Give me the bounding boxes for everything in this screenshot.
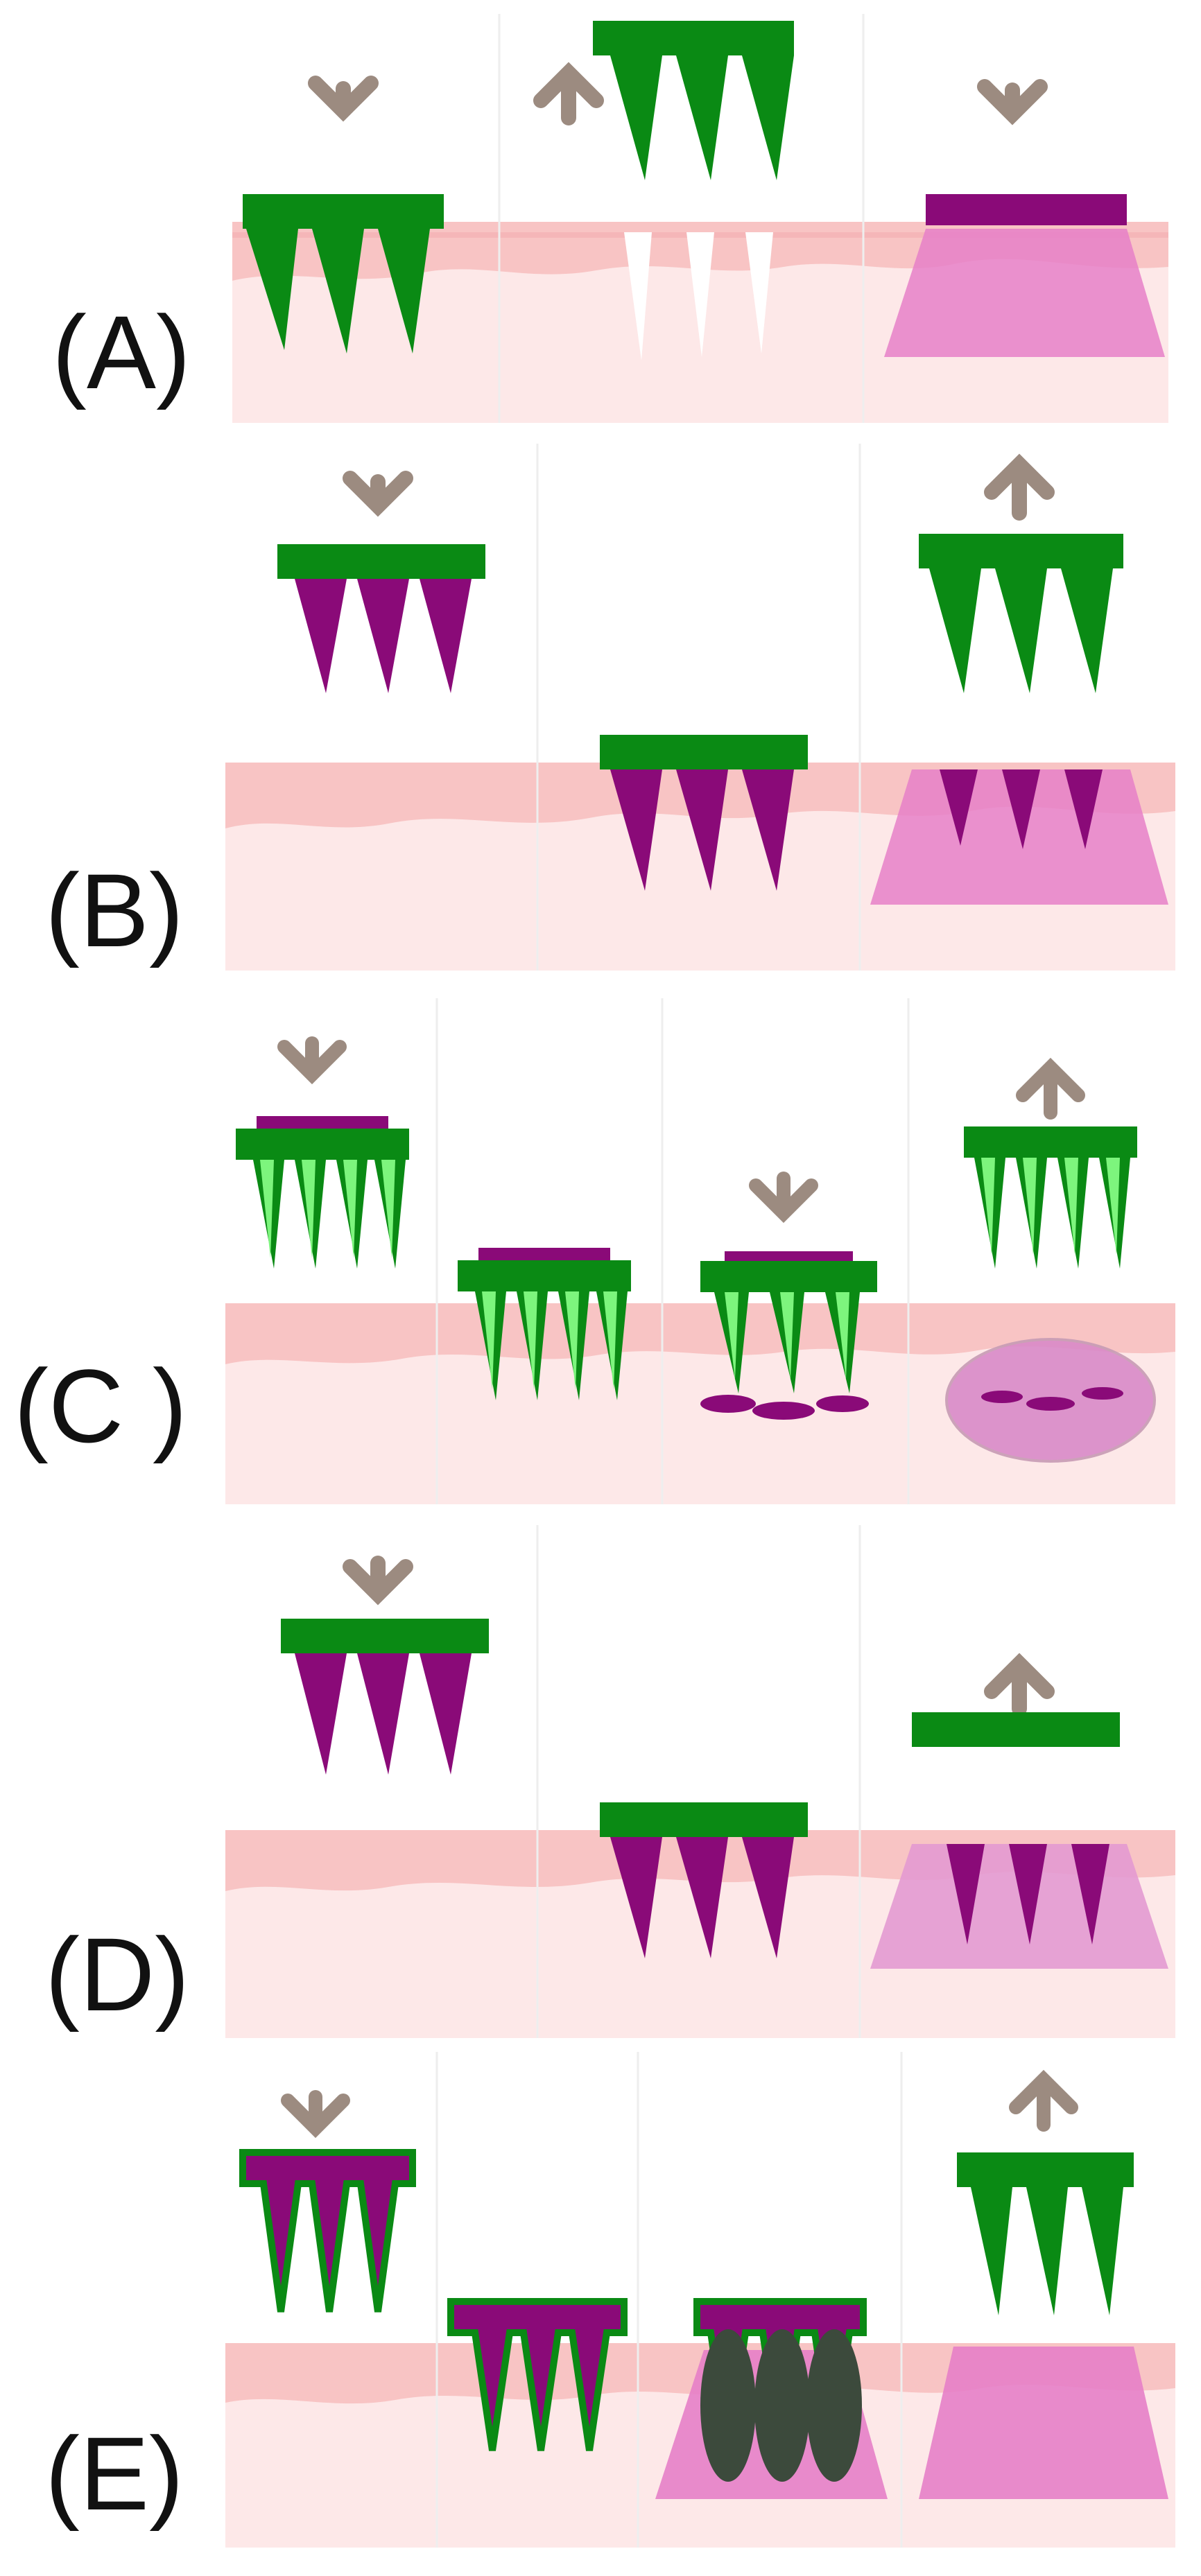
microneedle-base [277,544,485,579]
panel-label-d: (D) [45,1916,189,2033]
microneedle-base [281,1619,489,1653]
deposited-coating [940,769,1103,849]
microneedle-patch-icon [243,194,444,354]
drug-coated-needles [295,579,472,693]
arrow-up-icon [984,453,1055,521]
microneedle-base [912,1712,1120,1747]
panel-b: (B) [45,444,1175,971]
dissolving-coating [700,2329,862,2482]
arrow-down-icon [343,1556,413,1605]
arrow-down-icon [977,79,1048,125]
microneedle-base [600,1802,808,1837]
arrow-up-icon [533,62,604,125]
arrow-down-icon [749,1172,818,1224]
panel-a: (A) [52,14,1168,423]
arrow-up-icon [1009,2069,1078,2132]
microneedle-patch-icon [957,2152,1134,2315]
dissolving-needles [295,1653,472,1775]
arrow-down-icon [277,1036,347,1085]
panel-label-a: (A) [52,294,191,410]
drug-patch [926,194,1127,225]
hollow-microneedle-patch [236,1116,409,1269]
panel-e: (E) [45,2052,1175,2548]
drug-particles [981,1387,1123,1411]
drug-coated-needles [610,769,794,891]
panel-c: (C ) [14,998,1175,1504]
arrow-down-icon [281,2090,350,2139]
microneedle-base [600,735,808,769]
drug-diffusion [919,2347,1168,2499]
hollow-microneedle-patch [458,1248,631,1400]
arrow-up-icon [1016,1057,1085,1120]
drug-diffusion [884,229,1165,357]
dissolving-needles [610,1837,794,1958]
panel-label-b: (B) [45,852,184,968]
panel-label-c: (C ) [14,1348,187,1464]
arrow-up-icon [984,1653,1055,1716]
microneedle-patch-icon [593,21,794,180]
microneedle-patch-icon [919,534,1123,693]
panel-label-e: (E) [45,2415,184,2532]
dissolved-needles [947,1844,1109,1944]
micro-pores [624,232,773,360]
released-drug-droplets [700,1395,869,1420]
hollow-microneedle-patch [964,1126,1137,1269]
panel-d: (D) [45,1525,1175,2038]
coated-microneedle-patch [447,2298,628,2451]
coated-microneedle-patch [239,2149,416,2313]
arrow-down-icon [343,471,413,517]
hollow-microneedle-patch [700,1251,877,1393]
arrow-down-icon [308,76,379,122]
